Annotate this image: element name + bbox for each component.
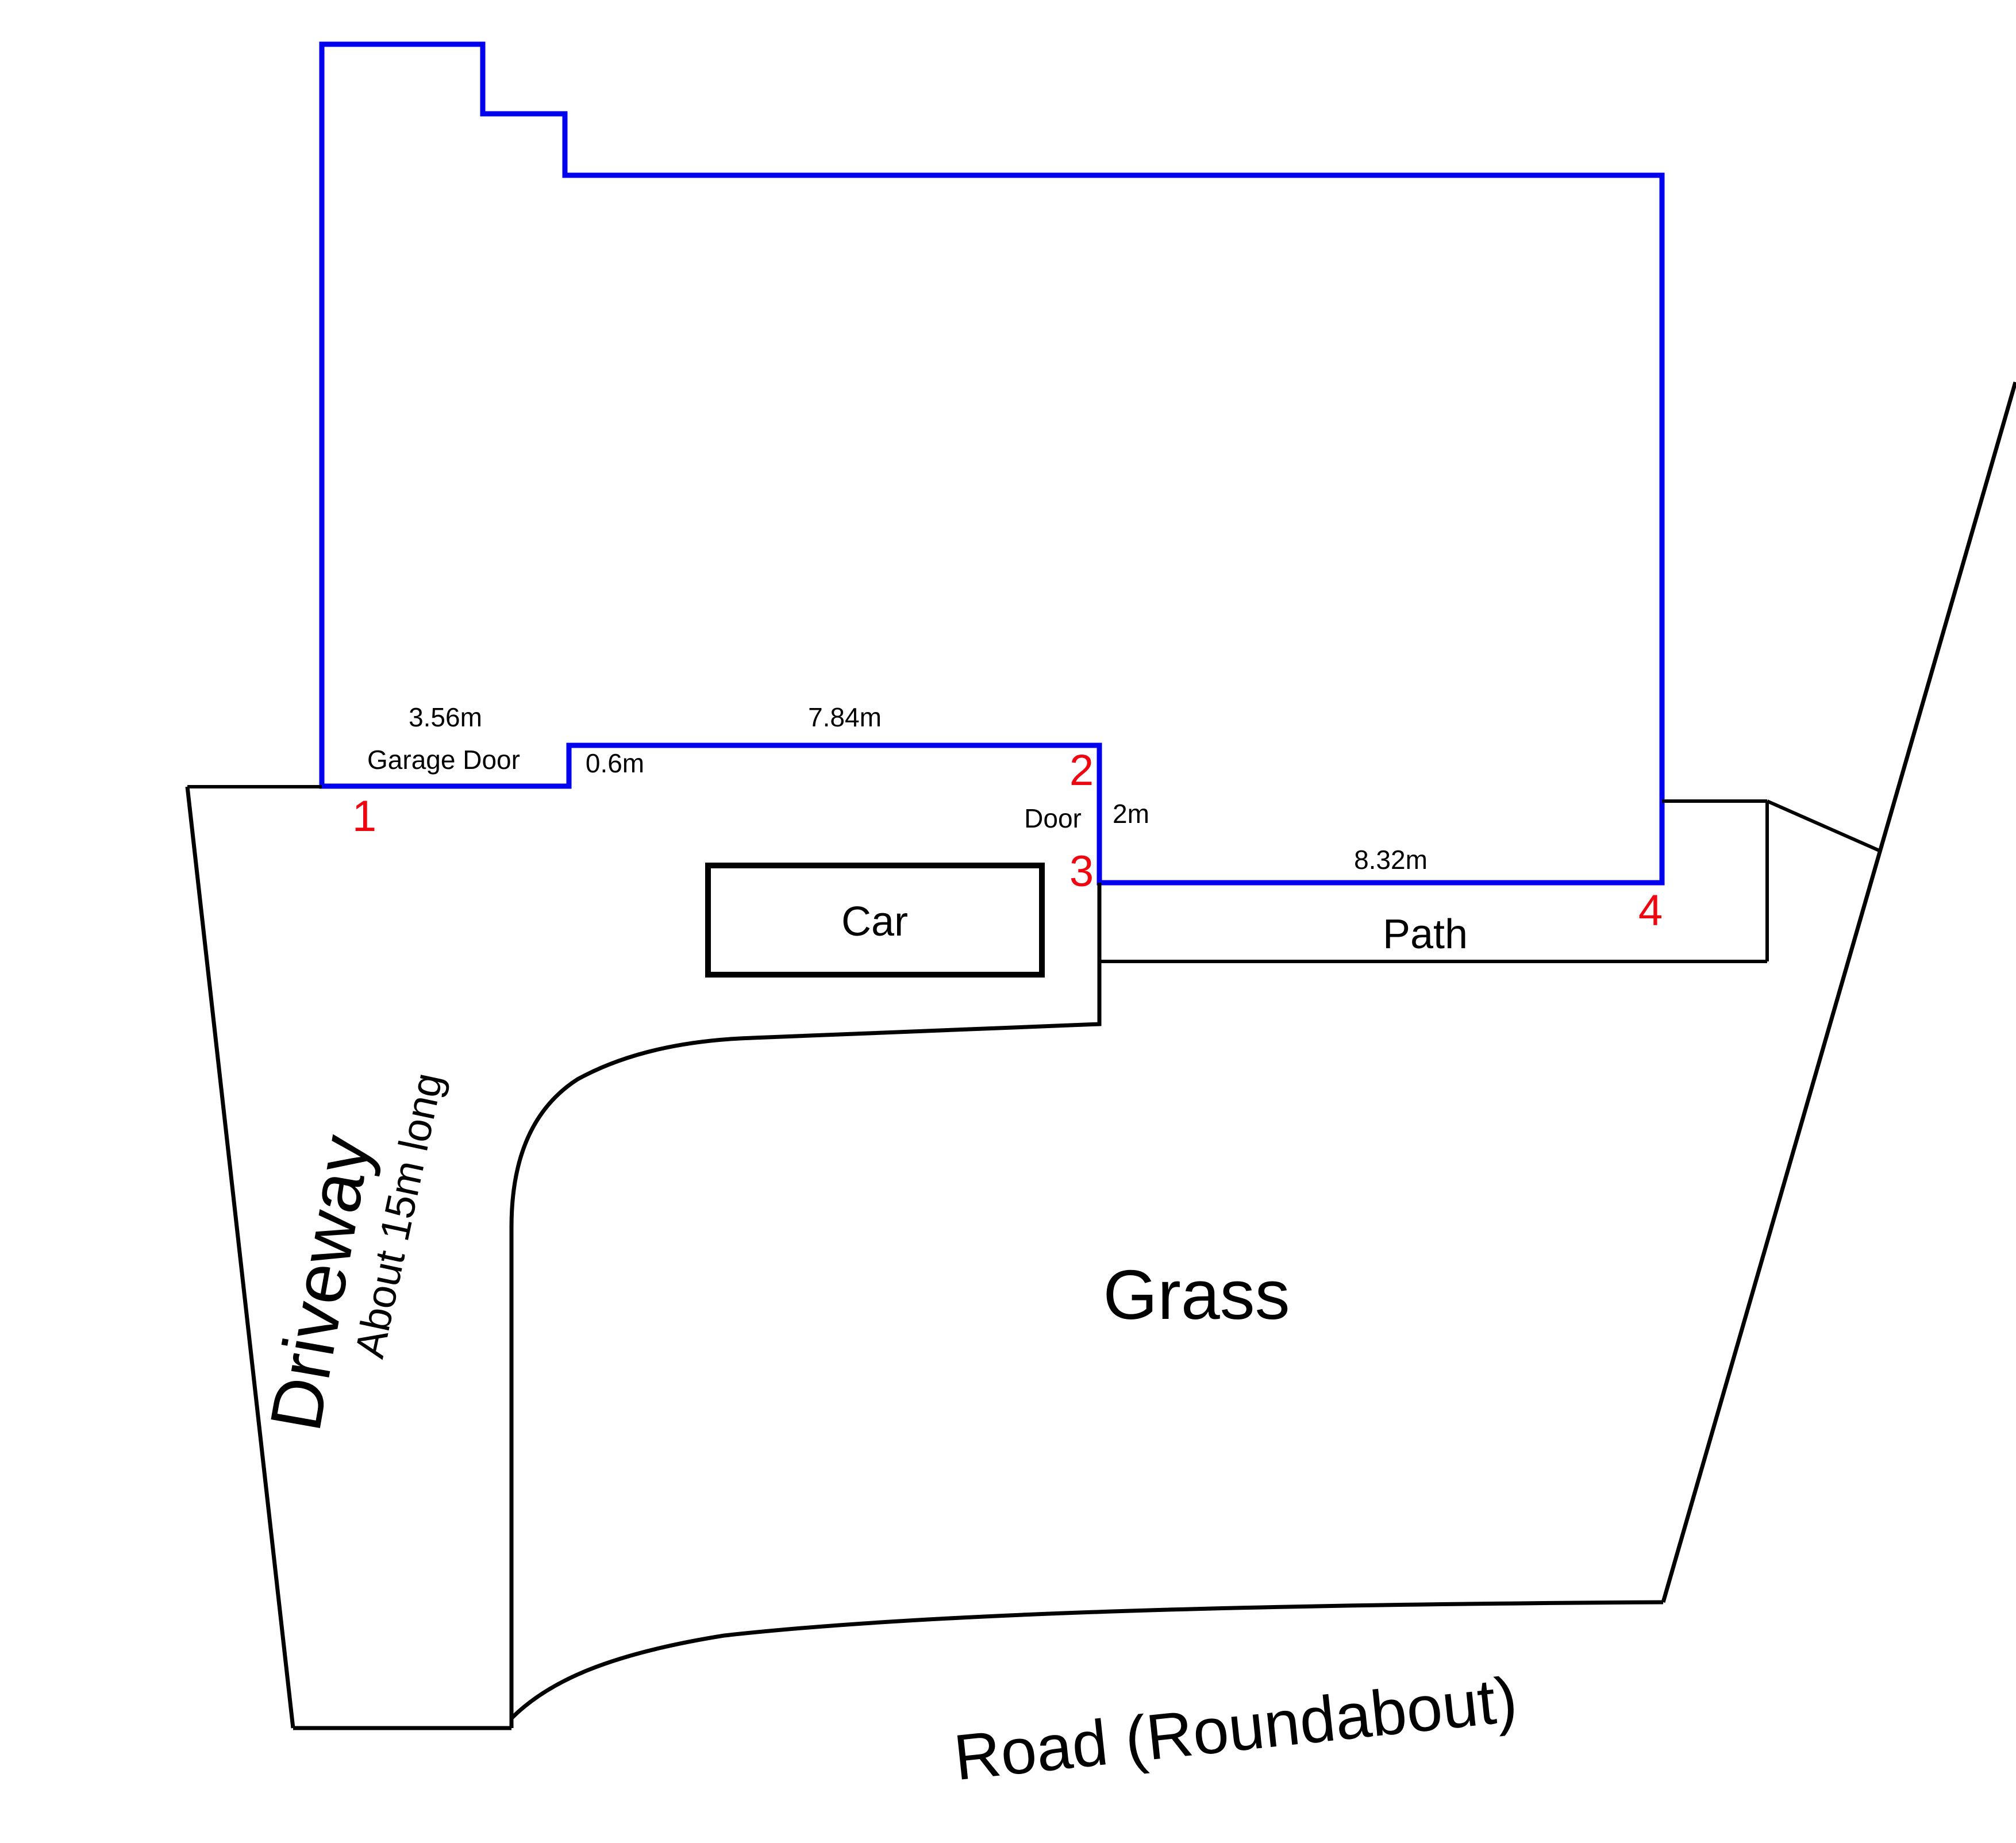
- car-label: Car: [841, 899, 908, 945]
- driveway-grass-boundary: [509, 883, 1102, 1728]
- rear-wall-length-label: 8.32m: [1354, 845, 1428, 875]
- front-wall-length-label: 7.84m: [808, 702, 882, 732]
- right-property-boundary: [1661, 382, 2016, 1603]
- corner-marker-3: 3: [1069, 847, 1094, 896]
- road-grass-curve: [510, 1600, 1664, 1720]
- road-label: Road (Roundabout): [951, 1663, 1520, 1794]
- driveway-left-edge: [185, 786, 295, 1729]
- step-length-label: 0.6m: [586, 748, 644, 778]
- house-outline: [319, 41, 1665, 886]
- corner-marker-1: 1: [352, 792, 376, 841]
- corner-marker-4: 4: [1638, 886, 1663, 935]
- grass-label: Grass: [1103, 1256, 1290, 1334]
- garage-wall-length-label: 3.56m: [409, 702, 482, 732]
- door-wall-length-label: 2m: [1113, 799, 1149, 829]
- corner-marker-2: 2: [1069, 746, 1094, 795]
- path-corner-diagonal: [1766, 799, 1880, 852]
- path-label: Path: [1383, 911, 1468, 957]
- garage-door-label: Garage Door: [367, 745, 520, 775]
- car-outline: [705, 863, 1045, 978]
- door-label: Door: [1024, 803, 1082, 833]
